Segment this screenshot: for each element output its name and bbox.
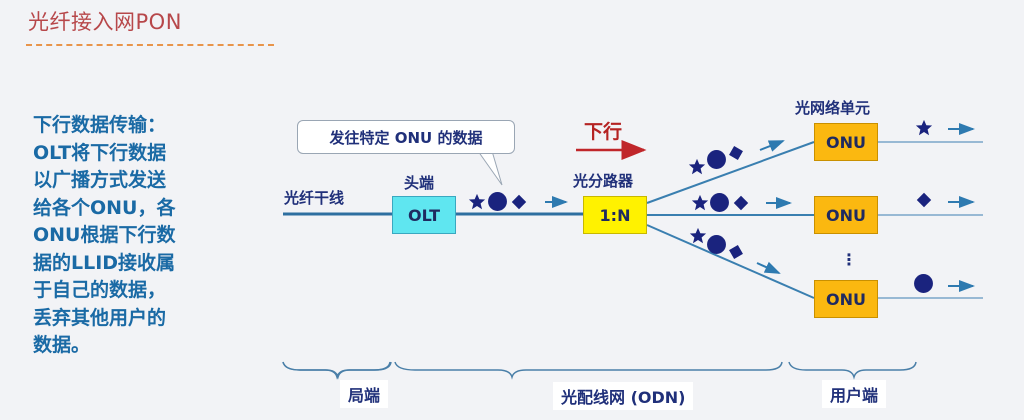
branch-fiber-top [646,141,815,204]
onu-box: ONU [814,196,878,234]
brace-odn-full [395,362,608,377]
description-text: 下行数据传输： OLT将下行数据 以广播方式发送 给各个ONU，各 ONU根据下… [33,112,218,360]
description-line: 于自己的数据， [33,279,167,301]
description-line: 下行数据传输： [33,114,167,136]
segment-odn: 光配线网 (ODN) [553,382,694,410]
segment-central-office: 局端 [340,380,389,408]
trunk-label: 光纤干线 [284,189,345,207]
description-line: ONU根据下行数 [33,224,176,246]
description-line: 丢弃其他用户的 [33,306,167,329]
onu-box: ONU [814,123,878,161]
olt-box: OLT [392,196,456,234]
description-line: 以广播方式发送 [33,169,167,191]
callout-bubble: 发往特定 ONU 的数据 [297,120,515,154]
description-line: OLT将下行数据 [33,141,167,164]
segment-user-side: 用户端 [822,380,887,408]
description-line: 数据。 [33,334,91,356]
flow-arrow [759,140,785,152]
flow-arrow [756,261,781,274]
ellipsis-icon: ⋮ [841,250,857,269]
onu-box: ONU [814,280,878,318]
downlink-label: 下行 [584,121,623,143]
headend-label: 头端 [404,174,435,192]
title-divider [26,44,274,46]
onu-title: 光网络单元 [795,99,871,117]
description-line: 据的LLID接收属 [33,251,176,274]
splitter-box: 1:N [583,196,647,234]
callout-pointer [477,150,503,186]
slide-title: 光纤接入网PON [28,10,182,34]
splitter-title: 光分路器 [573,172,634,190]
description-line: 给各个ONU，各 [33,196,176,219]
branch-fiber-bottom [646,224,815,299]
